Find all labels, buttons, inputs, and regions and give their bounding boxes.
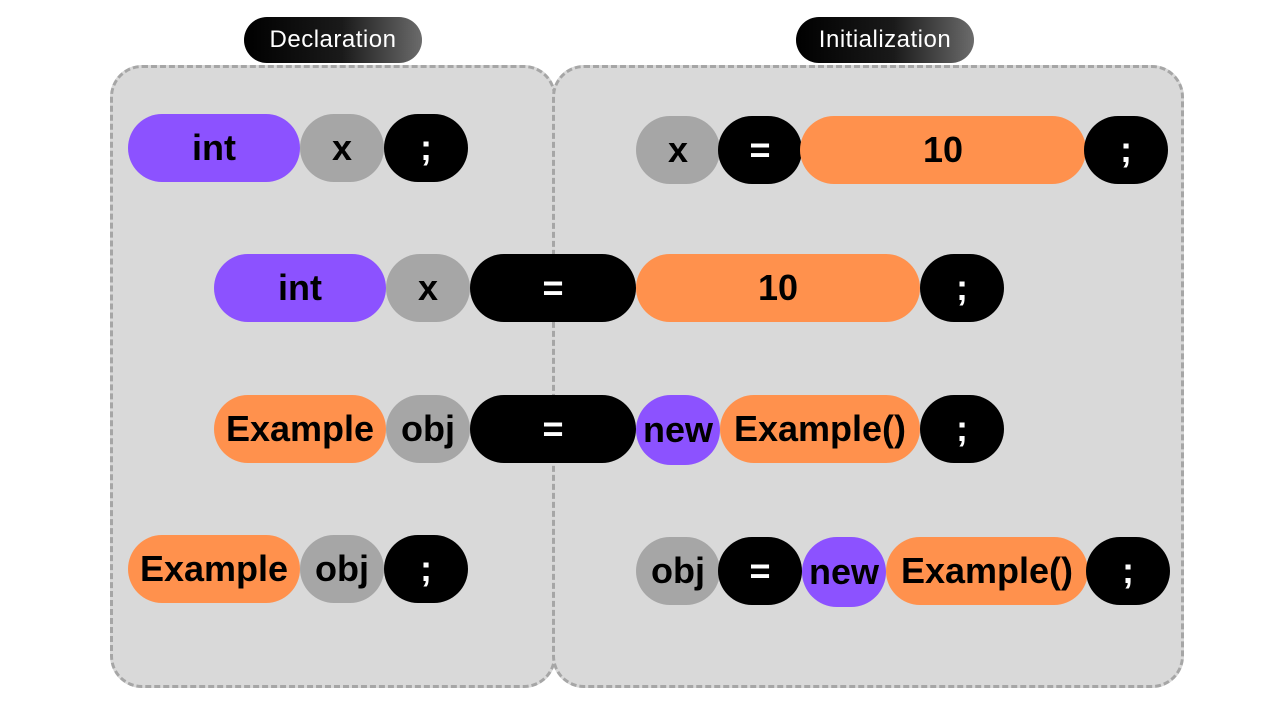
token-identifier-x: x [300, 114, 384, 182]
token-semicolon: ; [384, 114, 468, 182]
token-assign-operator: = [470, 254, 636, 322]
token-semicolon: ; [1086, 537, 1170, 605]
token-assign-operator: = [718, 116, 802, 184]
token-identifier-obj: obj [300, 535, 384, 603]
declaration-label: Declaration [244, 17, 422, 63]
token-identifier-x: x [636, 116, 720, 184]
token-constructor-call: Example() [886, 537, 1088, 605]
token-value-10: 10 [800, 116, 1086, 184]
token-type-int: int [214, 254, 386, 322]
token-value-10: 10 [636, 254, 920, 322]
token-assign-operator: = [718, 537, 802, 605]
token-semicolon: ; [920, 254, 1004, 322]
token-type-example: Example [128, 535, 300, 603]
token-identifier-x: x [386, 254, 470, 322]
token-semicolon: ; [1084, 116, 1168, 184]
initialization-label: Initialization [796, 17, 974, 63]
token-identifier-obj: obj [386, 395, 470, 463]
token-new-keyword: new [636, 395, 720, 465]
token-type-example: Example [214, 395, 386, 463]
token-constructor-call: Example() [720, 395, 920, 463]
token-assign-operator: = [470, 395, 636, 463]
token-semicolon: ; [920, 395, 1004, 463]
token-semicolon: ; [384, 535, 468, 603]
token-type-int: int [128, 114, 300, 182]
token-identifier-obj: obj [636, 537, 720, 605]
token-new-keyword: new [802, 537, 886, 607]
